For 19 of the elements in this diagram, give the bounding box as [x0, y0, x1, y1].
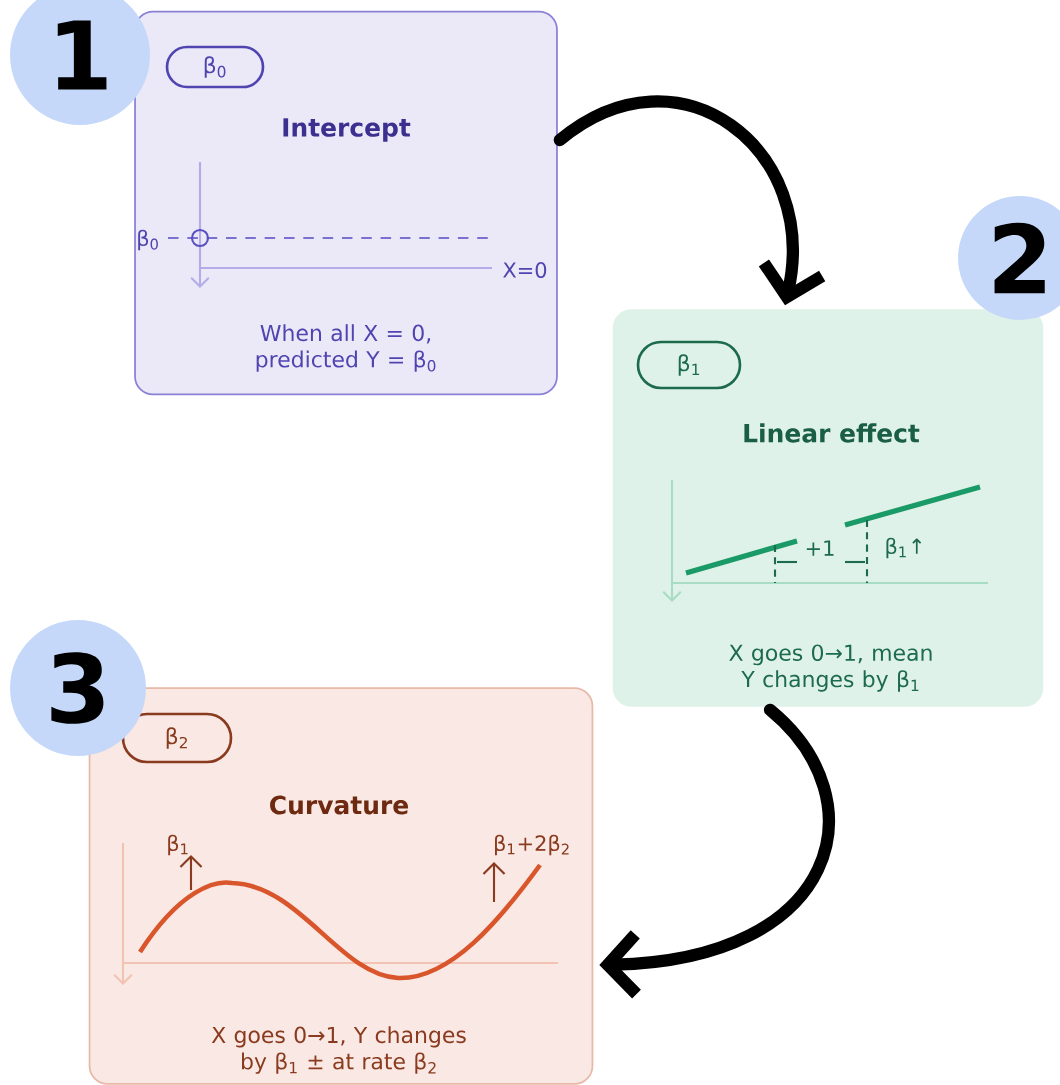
- curved-arrow: [553, 95, 826, 306]
- graph-label: β$_{1}$↑: [886, 537, 922, 559]
- card: [134, 10, 558, 396]
- graph-label: β$_{0}$: [138, 229, 158, 251]
- graph-label: X=0: [503, 262, 547, 278]
- coefficient-pill: β$_{1}$: [636, 340, 742, 390]
- graph-label: β$_{1}$+2β$_{2}$: [495, 834, 569, 856]
- graph-label: +1: [806, 540, 834, 556]
- card-title: Curvature: [270, 795, 408, 815]
- curved-arrow: [599, 703, 835, 999]
- coefficient-pill: β$_{2}$: [121, 712, 233, 764]
- coefficient-pill: β$_{0}$: [165, 45, 265, 89]
- card-description: When all X = 0, predicted Y = β$_{0}$: [256, 324, 436, 372]
- card-title: Intercept: [283, 118, 411, 142]
- card-description: X goes 0→1, mean Y changes by β$_{1}$: [729, 644, 932, 692]
- card: [612, 309, 1044, 707]
- graph-label: β$_{1}$: [168, 834, 188, 856]
- card-title: Linear effect: [744, 423, 920, 443]
- card-description: X goes 0→1, Y changes by β$_{1}$ ± at rate β$_{2}$: [211, 1026, 466, 1074]
